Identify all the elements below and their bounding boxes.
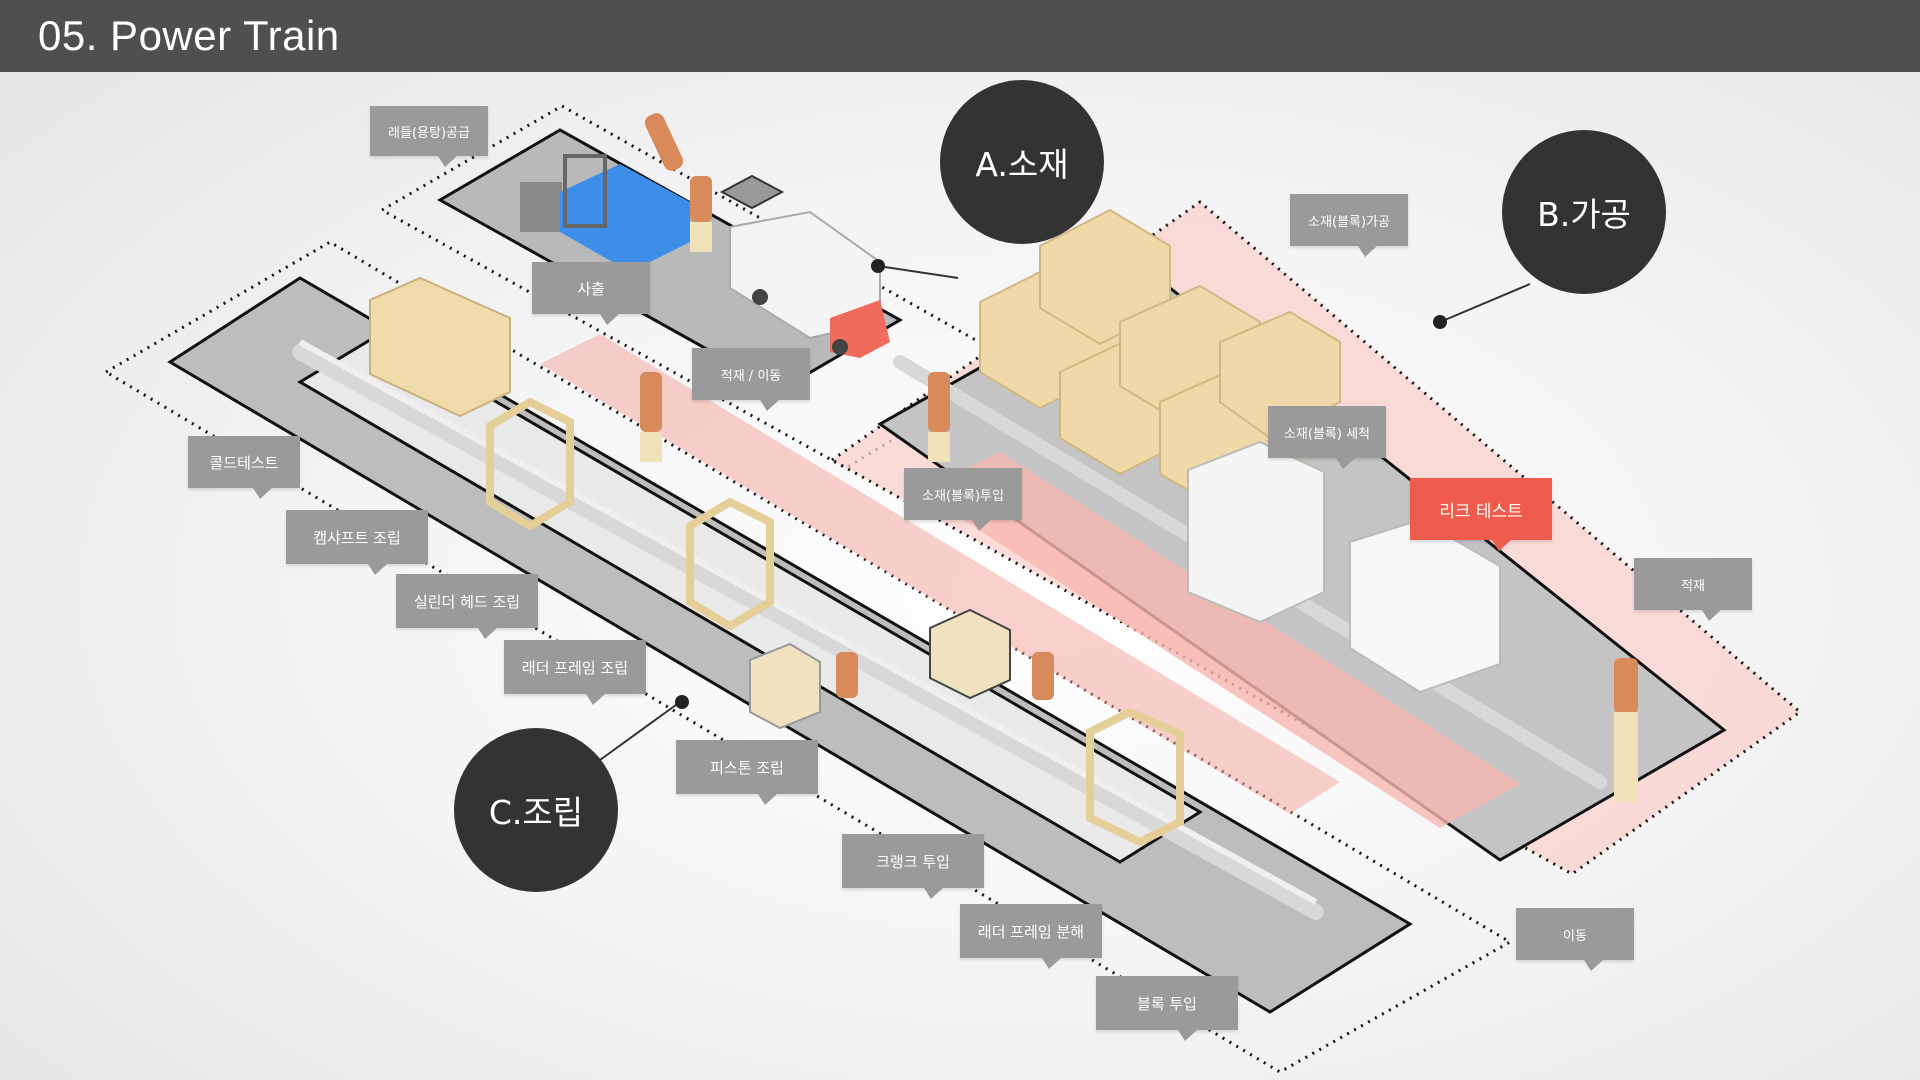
label-camshaft-assembly: 캠샤프트 조립	[286, 510, 428, 575]
header-bar: 05. Power Train	[0, 0, 1920, 72]
robot-arm	[640, 113, 1638, 714]
section-machining-label: B.가공	[1537, 195, 1631, 234]
pink-aisle	[540, 334, 1340, 814]
inner-pink-strip	[920, 452, 1520, 828]
label-leak-test: 리크 테스트	[1410, 478, 1552, 551]
leader-dots	[675, 259, 1447, 709]
section-machining-bubble: B.가공	[1502, 130, 1666, 294]
assembly-gantries	[486, 397, 1184, 847]
section-material-label: A.소재	[975, 145, 1069, 184]
conveyor-zone-c	[292, 344, 1324, 920]
pallet-zone-a	[719, 174, 785, 210]
robot-base	[640, 222, 1638, 802]
cold-test-booth	[369, 276, 511, 418]
crank-station	[749, 642, 821, 730]
label-stack: 적재	[1634, 558, 1752, 621]
label-ladder-frame-disassembly: 래더 프레임 분해	[960, 904, 1102, 969]
label-block-machining: 소재(블록)가공	[1290, 194, 1408, 257]
section-assembly-label: C.조립	[488, 793, 584, 832]
section-assembly-bubble: C.조립	[454, 728, 618, 892]
label-ladder-frame-assembly: 래더 프레임 조립	[504, 640, 646, 705]
furnace-unit	[520, 182, 562, 232]
label-ladle-supply: 래들(용탕)공급	[370, 106, 488, 167]
truck-wheel	[752, 289, 768, 305]
conveyor-zone-c-rail	[298, 339, 1318, 905]
label-piston-assembly: 피스톤 조립	[676, 740, 818, 805]
piston-station	[929, 608, 1011, 700]
factory-layout	[103, 104, 1803, 1074]
label-cylinder-head-assembly: 실린더 헤드 조립	[396, 574, 538, 639]
die-casting-machine	[560, 164, 690, 272]
label-cold-test: 콜드테스트	[188, 436, 300, 499]
section-material-bubble: A.소재	[940, 80, 1104, 244]
page-title: 05. Power Train	[38, 12, 340, 59]
power-train-diagram: A.소재 B.가공 C.조립 래들(용탕)공급 사출 적재 / 이동 소재(블록…	[0, 72, 1920, 1080]
label-block-input-assembly: 블록 투입	[1096, 976, 1238, 1041]
label-injection: 사출	[532, 262, 650, 325]
die-casting-frame	[563, 154, 607, 228]
label-move: 이동	[1516, 908, 1634, 971]
label-load-move: 적재 / 이동	[692, 348, 810, 411]
leader-lines	[599, 265, 1531, 761]
label-block-input: 소재(블록)투입	[904, 468, 1022, 531]
truck-wheel	[832, 339, 848, 355]
washer-unit	[1187, 440, 1325, 624]
label-crank-input: 크랭크 투입	[842, 834, 984, 899]
label-block-wash: 소재(블록) 세척	[1268, 406, 1386, 469]
